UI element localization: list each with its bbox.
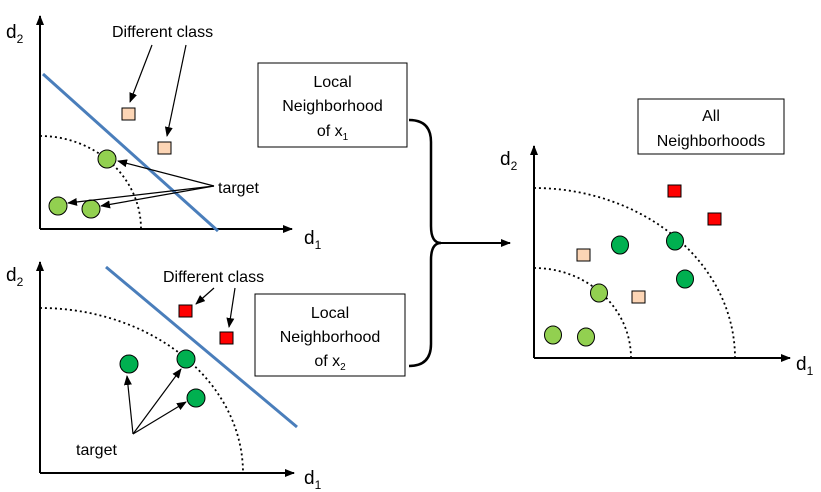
y-axis-label: d2 [6,265,24,289]
target-arrow [132,401,187,435]
box-line: Neighborhood [282,98,383,115]
target-point [176,349,196,369]
box-line: Neighborhoods [657,133,766,150]
box-line: Neighborhood [280,329,381,346]
target-arrow [117,159,215,187]
different-class-square [157,141,172,155]
different-class-square [667,184,682,198]
box-local-neighborhood-x1: Local Neighborhood of x1 [257,62,408,148]
different-class-square [121,107,136,121]
box-all-neighborhoods: All Neighborhoods [637,98,785,155]
different-class-arrow [195,287,215,305]
box-line: Local [311,305,349,322]
target-label: target [218,180,259,197]
target-point [676,269,694,289]
neighborhood-arc [39,307,244,474]
target-point [611,235,629,255]
box-local-neighborhood-x2: Local Neighborhood of x2 [254,293,406,377]
box-line: of x2 [314,353,346,373]
box-line: of x1 [317,123,349,143]
x-axis-label: d1 [304,228,322,252]
target-point [666,231,684,251]
target-arrow [123,375,134,435]
different-class-arrow [164,44,187,137]
neighborhood-arc [39,135,142,230]
x-axis-label: d1 [796,354,814,378]
y-axis-label: d2 [6,22,24,46]
target-point [97,149,117,169]
target-point [590,283,608,303]
panel-top-left: Different class target d2 d1 [6,15,322,252]
target-point [119,354,139,374]
box-line: Local [313,74,351,91]
different-class-square [219,331,234,345]
target-arrow [132,368,182,435]
different-class-square [178,304,193,318]
different-class-square [576,248,591,262]
decision-boundary [105,265,298,429]
different-class-square [631,290,646,304]
different-class-arrow [226,287,236,328]
x-axis-label: d1 [304,468,322,492]
target-arrow [67,185,215,206]
merge-brace [408,118,442,368]
y-axis-label: d2 [500,149,518,173]
decision-boundary [41,72,220,233]
different-class-arrow [129,44,153,103]
different-class-label: Different class [163,269,264,286]
different-class-label: Different class [112,24,213,41]
target-point [577,327,595,347]
target-point [544,325,562,345]
different-class-square [707,212,722,226]
target-arrow [100,185,215,209]
target-point [186,388,206,408]
box-line: All [702,108,720,125]
target-label: target [76,442,117,459]
target-point [81,199,101,219]
panel-all-neighborhoods: d2 d1 [500,145,814,378]
target-point [48,196,68,216]
panel-bottom-left: Different class target d2 d1 [6,261,322,492]
